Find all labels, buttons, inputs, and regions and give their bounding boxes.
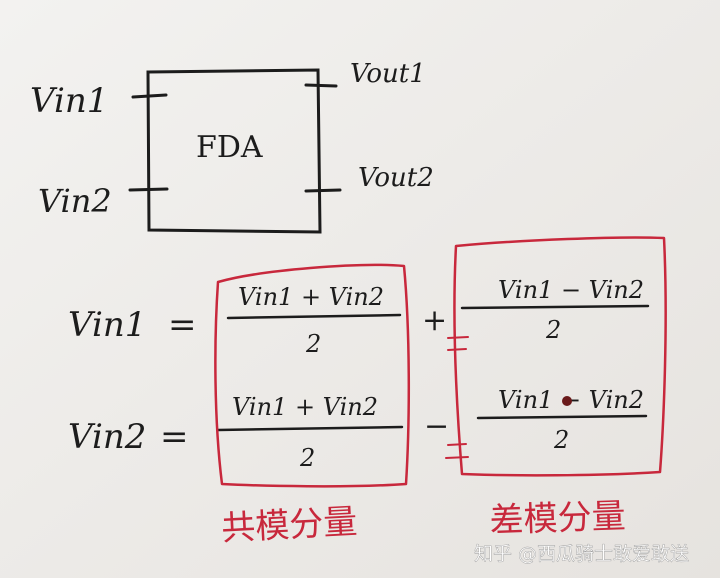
differential-mode-box: [453, 236, 667, 477]
equation-1-lhs: Vin1: [68, 305, 146, 345]
vin2-label: Vin2: [38, 182, 112, 220]
equation-1-dm-fraction-bar: [460, 304, 650, 310]
vout2-pin: [304, 188, 342, 193]
equation-2-dm-denominator: 2: [553, 426, 569, 454]
vin1-label: Vin1: [30, 81, 108, 121]
vout1-pin: [304, 83, 338, 88]
output-pins: [304, 83, 342, 193]
vin2-pin: [128, 187, 169, 192]
equation-1-dm-numerator: Vin1 − Vin2: [498, 276, 644, 304]
equation-1-dm-denominator: 2: [545, 316, 561, 344]
input-pins: [128, 93, 169, 192]
common-mode-annotation: 共模分量: [220, 502, 358, 549]
equation-2-lhs: Vin2: [68, 417, 146, 457]
equation-1-cm-numerator: Vin1 + Vin2: [238, 283, 384, 311]
equation-1: Vin1 = Vin1 + Vin2 2 + Vin1 − Vin2 2: [68, 276, 650, 358]
fda-label: FDA: [196, 130, 263, 165]
red-tick-marks: [445, 336, 469, 459]
equation-1-operator: +: [422, 303, 447, 338]
watermark: 知乎 @西瓜骑士敢爱敢送: [474, 543, 689, 565]
fda-block: [146, 68, 322, 234]
vout2-label: Vout2: [358, 163, 434, 193]
equation-2-cm-numerator: Vin1 + Vin2: [232, 393, 378, 421]
vout1-label: Vout1: [350, 59, 426, 89]
equation-1-cm-denominator: 2: [305, 330, 321, 358]
common-mode-box: [214, 263, 411, 488]
differential-mode-annotation: 差模分量: [489, 496, 626, 541]
equation-2-cm-denominator: 2: [299, 444, 315, 472]
equation-1-equals: =: [168, 305, 197, 345]
equation-2-cm-fraction-bar: [216, 425, 404, 432]
equation-2-dm-fraction-bar: [476, 414, 648, 420]
equation-1-cm-fraction-bar: [226, 313, 402, 320]
vin1-pin: [131, 93, 168, 99]
ink-blot: [562, 396, 572, 406]
equation-2-equals: =: [160, 417, 189, 457]
equation-2-operator: −: [424, 409, 449, 444]
equation-2: Vin2 = Vin1 + Vin2 2 − Vin1 − Vin2 2: [68, 386, 648, 472]
